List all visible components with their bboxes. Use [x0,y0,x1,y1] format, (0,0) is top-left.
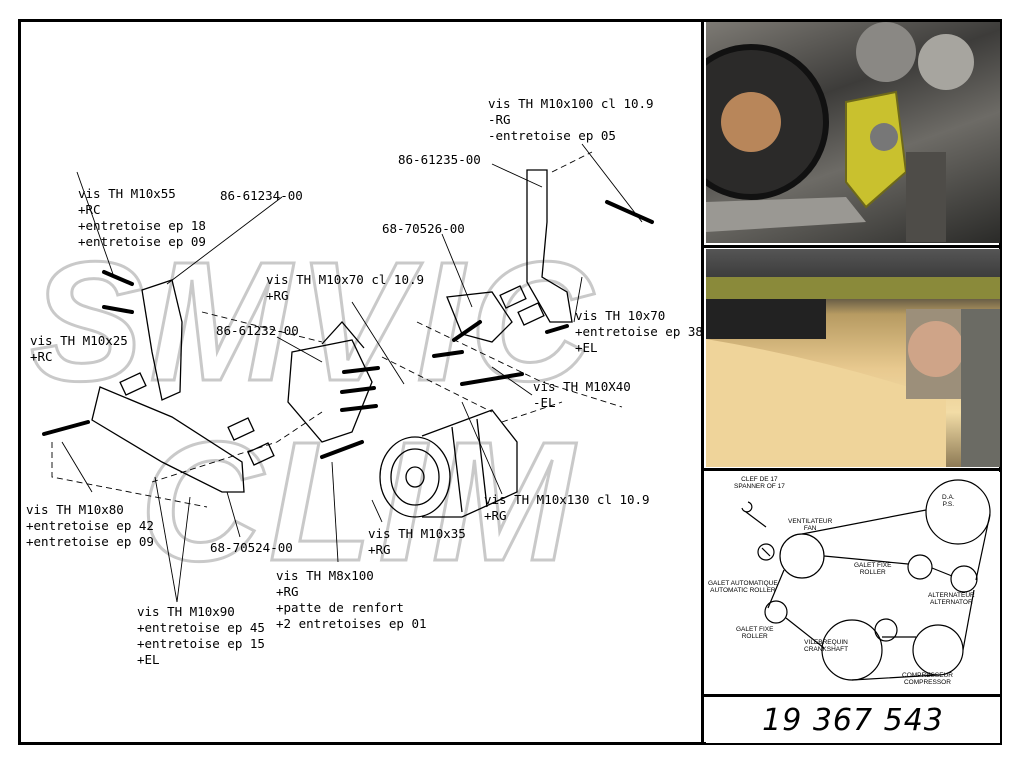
part-number: 19 367 543 [762,702,944,738]
callout-c7: vis TH M10x25 +RC [30,333,128,364]
callout-c14: 68-70524-00 [210,540,293,555]
part-number-box: 19 367 543 [706,697,1000,743]
belt-label-alternator: ALTERNATEUR ALTERNATOR [928,592,975,606]
compressor-pulley [912,624,964,676]
ps-pulley [925,479,991,545]
lower-plate [91,386,245,493]
callout-c8: 86-61232-00 [216,323,299,338]
belt [767,509,991,681]
photo-separator [704,245,1002,248]
belt-label-compressor: COMPRESSEUR COMPRESSOR [902,672,953,686]
fan-pulley [779,533,825,579]
engine-photo-top [706,22,1000,243]
belt-routing-diagram: CLEF DE 17 SPANNER OF 17 VENTILATEUR FAN… [706,472,1000,694]
callout-c9: vis TH 10x70 +entretoise ep 38 +EL [575,308,703,355]
compressor-pulley [379,436,451,518]
middle-bracket [287,339,373,443]
compressor-body [421,409,518,518]
callout-c6: vis TH M10x70 cl 10.9 +RG [266,272,425,303]
callout-c11: vis TH M10x80 +entretoise ep 42 +entreto… [26,502,154,549]
callout-c5: 68-70526-00 [382,221,465,236]
callout-c15: vis TH M8x100 +RG +patte de renfort +2 e… [276,568,427,631]
left-bracket [141,279,183,401]
exploded-view [42,143,654,603]
belt-label-fan: VENTILATEUR FAN [788,518,833,532]
watermark-text: SMVIC [30,227,598,417]
belt-label-spanner: CLEF DE 17 SPANNER OF 17 [734,476,785,490]
right-top-bracket [526,169,573,323]
part-number-separator [704,694,1002,697]
auto-roller-pulley [764,600,788,624]
callout-c13: vis TH M10x35 +RG [368,526,466,557]
callout-c1: vis TH M10x100 cl 10.9 -RG -entretoise e… [488,96,654,143]
belt-label-crankshaft: VILEBREQUIN CRANKSHAFT [804,639,849,653]
idler-bottom-pulley [874,618,898,642]
alternator-pulley [950,565,978,593]
watermark: SMVIC CLIM [29,226,598,599]
watermark-text-2: CLIM [140,407,579,597]
callout-c3: vis TH M10x55 +RC +entretoise ep 18 +ent… [78,186,206,249]
callout-c16: vis TH M10x90 +entretoise ep 45 +entreto… [137,604,265,667]
vertical-divider [701,19,704,745]
belt-label-idler-bottom: GALET FIXE ROLLER [736,626,774,640]
engine-photo-bottom [706,249,1000,467]
belt-label-ps: D.A. P.S. [942,494,955,508]
idler-top-pulley [907,554,933,580]
callout-c12: vis TH M10x130 cl 10.9 +RG [484,492,650,523]
callout-c2: 86-61235-00 [398,152,481,167]
center-bracket [446,291,513,343]
callout-c10: vis TH M10X40 -EL [533,379,631,410]
belt-label-idler-top: GALET FIXE ROLLER [854,562,892,576]
bracket-tab [321,321,365,349]
belt-label-auto-roller: GALET AUTOMATIQUE AUTOMATIC ROLLER [708,580,778,594]
spanner-icon [741,501,767,528]
photo-separator-2 [704,468,1002,471]
callout-c4: 86-61234-00 [220,188,303,203]
